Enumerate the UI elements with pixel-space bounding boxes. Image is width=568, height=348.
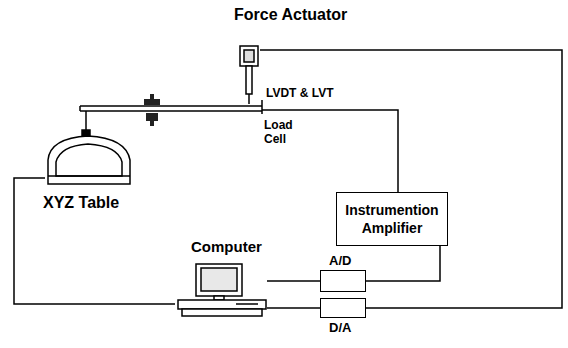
- node-label: XYZ Table: [43, 194, 119, 212]
- wire-connector: [267, 281, 320, 282]
- node-label: Force Actuator: [234, 6, 347, 24]
- converter-box: D/A: [320, 298, 366, 318]
- xyz-table-symbol: [48, 111, 130, 184]
- wire-connector: [260, 50, 562, 308]
- computer-symbol: [178, 264, 266, 316]
- sensor-wire: [262, 110, 398, 192]
- part-label: Load Cell: [264, 118, 298, 146]
- converter-box: A/D: [320, 270, 366, 292]
- computer-node: Computer: [175, 262, 267, 318]
- node-label: D/A: [329, 320, 351, 335]
- sensor-label: LVDT & LVT: [266, 86, 334, 100]
- wire-connector: [366, 246, 440, 281]
- node-label: Instrumention Amplifier: [344, 201, 440, 237]
- process-box: Instrumention Amplifier: [336, 192, 448, 246]
- wire-connector: [267, 308, 320, 309]
- clamp-symbol: [144, 94, 160, 126]
- table-node: XYZ Table: [45, 128, 133, 186]
- actuator-symbol: [240, 46, 258, 104]
- node-label: A/D: [329, 253, 351, 268]
- actuator-node: Force Actuator: [238, 44, 260, 96]
- beam: [80, 100, 262, 114]
- node-label: Computer: [191, 238, 262, 255]
- wire-connector: [14, 178, 175, 304]
